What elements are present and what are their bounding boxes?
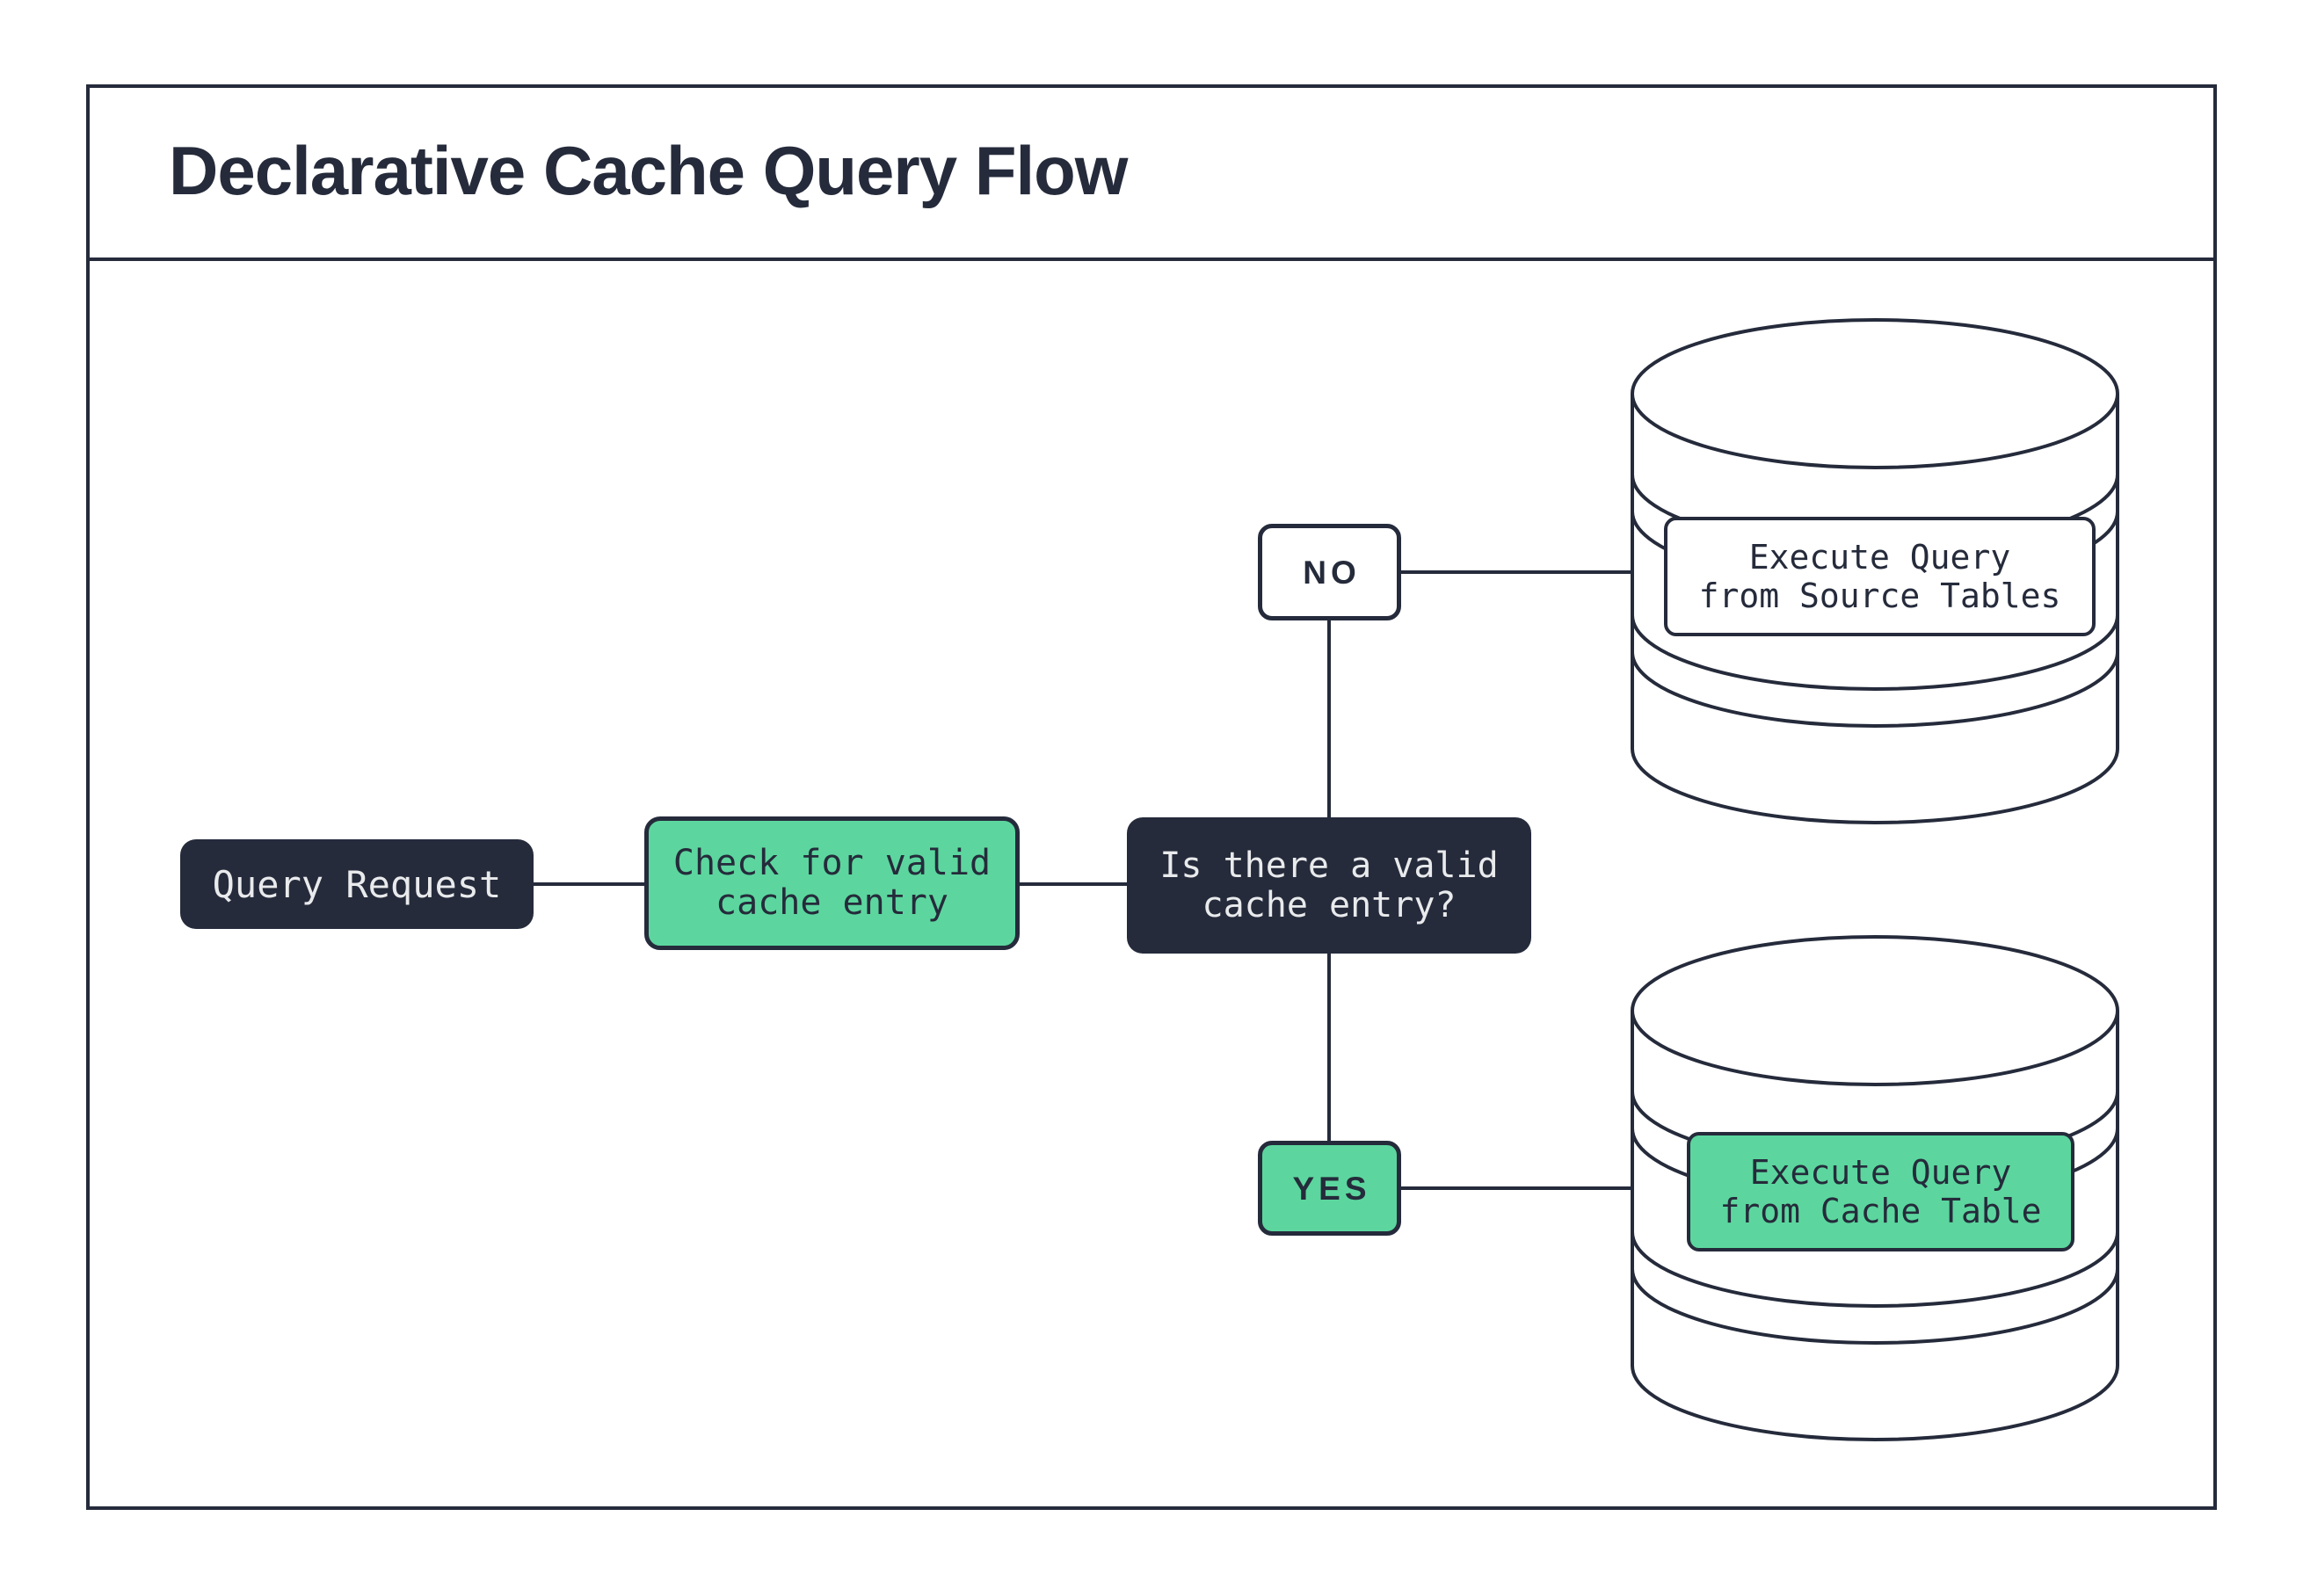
no-edge-label: NO — [1258, 524, 1401, 620]
execute-cache-node: Execute Query from Cache Table — [1687, 1132, 2074, 1251]
yes-edge-label: YES — [1258, 1141, 1401, 1236]
execute-source-label-line2: from Source Tables — [1698, 577, 2061, 615]
diagram-frame — [86, 84, 2217, 1510]
execute-cache-label-line1: Execute Query — [1749, 1153, 2012, 1192]
query-request-label: Query Request — [212, 862, 502, 906]
decision-label-line1: Is there a valid — [1159, 845, 1499, 886]
no-edge-label-text: NO — [1303, 554, 1361, 591]
yes-edge-label-text: YES — [1292, 1170, 1371, 1207]
diagram-header: Declarative Cache Query Flow — [86, 84, 2217, 261]
decision-label-line2: cache entry? — [1202, 884, 1457, 925]
check-cache-label-line2: cache entry — [716, 882, 948, 923]
execute-cache-label-line2: from Cache Table — [1719, 1192, 2042, 1230]
check-cache-label-line1: Check for valid — [672, 843, 992, 883]
execute-source-label-line1: Execute Query — [1748, 538, 2011, 577]
decision-node: Is there a valid cache entry? — [1127, 817, 1531, 954]
page-title: Declarative Cache Query Flow — [169, 132, 1128, 209]
execute-source-node: Execute Query from Source Tables — [1664, 517, 2096, 636]
query-request-node: Query Request — [180, 839, 534, 929]
check-cache-node: Check for valid cache entry — [644, 816, 1020, 950]
